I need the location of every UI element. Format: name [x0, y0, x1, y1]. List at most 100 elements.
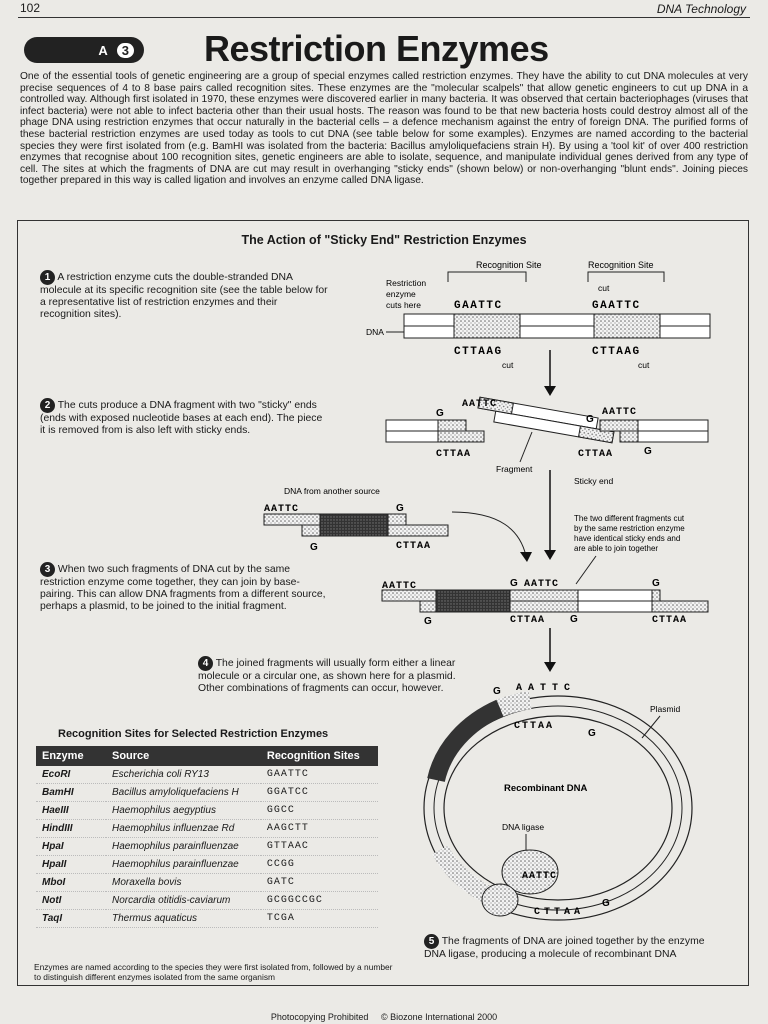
- enzyme-cut-label: cuts here: [386, 300, 421, 310]
- figure-title: The Action of "Sticky End" Restriction E…: [241, 233, 527, 247]
- sticky-cttaa: CTTAA: [436, 449, 471, 460]
- enzyme-source: Bacillus amyloliquefaciens H: [106, 783, 261, 802]
- seq-bottom: CTTAAG: [592, 346, 641, 358]
- recognition-site-label: Recognition Site: [476, 260, 542, 270]
- stage-3-other-dna: DNA from another source AATTC G G CTTAA …: [263, 486, 685, 585]
- activity-badge: A 3: [24, 37, 144, 63]
- recognition-site: CCGG: [260, 855, 378, 874]
- cut-label: cut: [502, 360, 514, 370]
- running-title: DNA Technology: [656, 2, 746, 16]
- enzyme-source: Haemophilus aegyptius: [106, 801, 261, 820]
- badge-code: 3: [116, 42, 134, 58]
- sticky-aattc: AATTC: [516, 683, 576, 694]
- recognition-site: GGCC: [260, 801, 378, 820]
- col-source: Source: [106, 746, 261, 766]
- recognition-site-label: Recognition Site: [588, 260, 654, 270]
- page-title: Restriction Enzymes: [204, 28, 549, 69]
- recognition-site: TCGA: [260, 909, 378, 928]
- seq-top: GAATTC: [454, 300, 503, 312]
- step-text: The cuts produce a DNA fragment with two…: [40, 400, 323, 437]
- sticky-cttaa: CTTAA: [396, 541, 431, 552]
- step-text: The joined fragments will usually form e…: [198, 658, 456, 695]
- sticky-aattc: AATTC: [382, 581, 417, 592]
- cut-label: cut: [598, 283, 610, 293]
- enzyme-name: NotI: [36, 891, 106, 910]
- step-3: 3 When two such fragments of DNA cut by …: [40, 562, 330, 614]
- enzyme-source: Haemophilus parainfluenzae: [106, 837, 261, 856]
- step-text: When two such fragments of DNA cut by th…: [40, 564, 326, 613]
- step-4: 4 The joined fragments will usually form…: [198, 656, 476, 695]
- step-number: 2: [40, 398, 55, 413]
- recognition-site: GATC: [260, 873, 378, 892]
- col-enzyme: Enzyme: [36, 746, 106, 766]
- page-footer: Photocopying Prohibited © Biozone Intern…: [0, 1012, 768, 1022]
- sticky-aattc: AATTC: [522, 871, 557, 882]
- stage-3-joined: AATTC G AATTC G G CTTAA G CTTAA: [381, 578, 709, 672]
- sticky-g: G: [424, 616, 432, 627]
- table-title: Recognition Sites for Selected Restricti…: [58, 728, 329, 740]
- enzyme-cut-label: Restriction: [386, 278, 426, 288]
- fragment-label: Fragment: [496, 464, 533, 474]
- sticky-aattc: AATTC: [264, 504, 299, 515]
- sticky-g: G: [586, 414, 594, 425]
- col-sites: Recognition Sites: [260, 746, 378, 766]
- stage-2-fragments: G CTTAA AATTC CTTAA Fragment AATTC G G S…: [385, 396, 709, 560]
- badge-label: A: [98, 42, 108, 58]
- recombinant-label: Recombinant DNA: [504, 783, 588, 794]
- sticky-aattc: AATTC: [602, 407, 637, 418]
- step-text: The fragments of DNA are joined together…: [424, 936, 705, 960]
- sticky-aattc: AATTC: [462, 399, 497, 410]
- step-number: 1: [40, 270, 55, 285]
- sticky-g: G: [602, 898, 610, 909]
- enzyme-name: HpaI: [36, 837, 106, 856]
- join-note: are able to join together: [574, 544, 658, 553]
- enzyme-source: Thermus aquaticus: [106, 909, 261, 928]
- step-2: 2 The cuts produce a DNA fragment with t…: [40, 398, 330, 437]
- enzyme-source: Escherichia coli RY13: [106, 766, 261, 784]
- copy-notice: Photocopying Prohibited: [270, 1012, 369, 1022]
- enzyme-name: HaeIII: [36, 801, 106, 820]
- enzyme-name: EcoRI: [36, 766, 106, 784]
- step-number: 4: [198, 656, 213, 671]
- sticky-g: G: [510, 578, 518, 589]
- recognition-site: GAATTC: [260, 766, 378, 784]
- recognition-site: GGATCC: [260, 783, 378, 802]
- table-footnote: Enzymes are named according to the speci…: [34, 962, 393, 982]
- sticky-g: G: [588, 728, 596, 739]
- intro-paragraph: One of the essential tools of genetic en…: [20, 71, 748, 187]
- enzyme-name: HindIII: [36, 819, 106, 838]
- header-rule: [18, 17, 750, 18]
- sticky-g: G: [396, 503, 404, 514]
- dna-label: DNA: [366, 327, 384, 337]
- plasmid-label: Plasmid: [650, 704, 681, 714]
- other-source-label: DNA from another source: [284, 486, 380, 496]
- step-text: A restriction enzyme cuts the double-str…: [40, 272, 328, 321]
- join-note: have identical sticky ends and: [574, 534, 680, 543]
- enzyme-name: TaqI: [36, 909, 106, 928]
- enzyme-source: Moraxella bovis: [106, 873, 261, 892]
- step-number: 5: [424, 934, 439, 949]
- sticky-aattc: AATTC: [524, 579, 559, 590]
- seq-top: GAATTC: [592, 300, 641, 312]
- copyright: © Biozone International 2000: [380, 1012, 498, 1022]
- enzyme-source: Haemophilus influenzae Rd: [106, 819, 261, 838]
- step-5: 5 The fragments of DNA are joined togeth…: [424, 934, 714, 961]
- sticky-g: G: [644, 446, 652, 457]
- join-note: The two different fragments cut: [574, 514, 685, 523]
- stage-1-dna: Recognition Site Recognition Site Restri…: [366, 260, 711, 396]
- sticky-cttaa: CTTAA: [514, 721, 554, 732]
- recognition-site: AAGCTT: [260, 819, 378, 838]
- sticky-cttaa: CTTAA: [652, 615, 687, 626]
- cut-label: cut: [638, 360, 650, 370]
- recognition-site: GTTAAC: [260, 837, 378, 856]
